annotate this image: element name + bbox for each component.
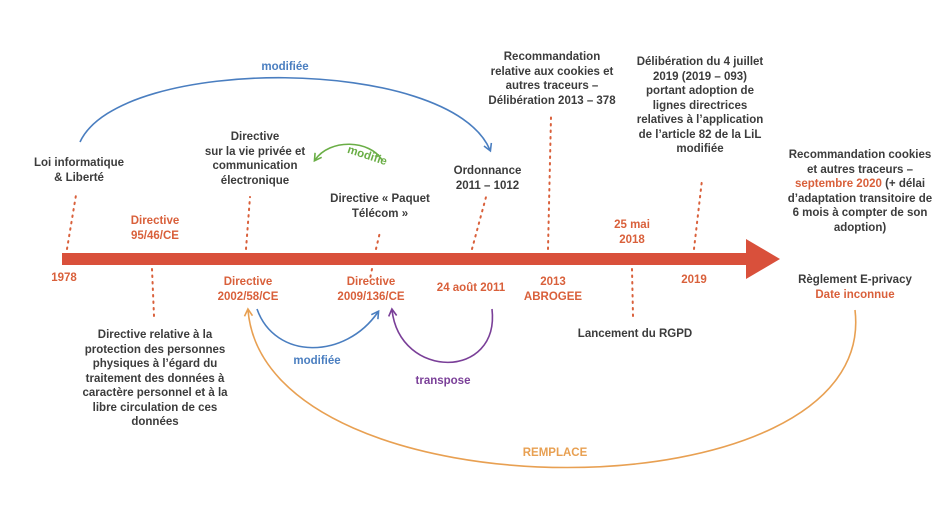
date-24-aout-2011: 24 août 2011 [436,282,506,294]
label-eprivacy: Règlement E-privacy Date inconnue [790,273,920,302]
tick-rgpd [631,268,634,317]
label-deliberation-2019: Délibération du 4 juillet 2019 (2019 – 0… [636,56,764,155]
tick-ordonnance [471,196,487,250]
label-directive-95-description: Directive relative à la protection des p… [82,329,228,428]
label-lancement-rgpd: Lancement du RGPD [577,328,693,340]
date-1978: 1978 [51,272,77,284]
tick-vie-privee [245,196,251,250]
tick-2009 [369,268,373,280]
arc-paquet-to-vie-privee [313,143,383,163]
label-25-mai-2018: 25 mai 2018 [614,219,650,246]
arc-2002-to-2009 [256,308,380,349]
date-septembre-2020: septembre 2020 [794,178,882,190]
tick-2013-reco [547,116,552,250]
label-recommandation-2013: Recommandation relative aux cookies et a… [488,51,616,107]
tick-2019-delib [693,179,703,250]
arc-loi-to-ordonnance [79,76,493,153]
date-2019: 2019 [681,274,707,286]
label-paquet-telecom: Directive « Paquet Télécom » [330,193,430,220]
label-loi-informatique: Loi informatique & Liberté [33,157,125,184]
label-directive-2002: Directive 2002/58/CE [217,276,279,303]
tick-paquet-telecom [375,231,381,250]
timeline-arrowhead [746,239,780,279]
tick-95-46 [151,268,155,317]
arc-ordonnance-transpose [387,307,494,364]
relation-modifiee-top: modifiée [261,61,309,73]
label-recommandation-2020: Recommandation cookies et autres traceur… [787,149,933,234]
label-directive-95-46: Directive 95/46/CE [130,215,180,242]
tick-1978 [66,194,77,250]
timeline-bar [62,253,750,265]
label-ordonnance: Ordonnance 2011 – 1012 [453,165,522,192]
label-directive-vie-privee: Directive sur la vie privée et communica… [204,131,306,187]
relation-remplace: REMPLACE [522,447,588,459]
label-2013-abrogee: 2013 ABROGEE [523,276,583,303]
relation-transpose: transpose [415,375,471,387]
date-inconnue: Date inconnue [815,288,895,301]
relation-modifiee-bottom: modifiée [293,355,341,367]
label-directive-2009: Directive 2009/136/CE [337,276,405,303]
arc-eprivacy-remplace [243,307,857,469]
